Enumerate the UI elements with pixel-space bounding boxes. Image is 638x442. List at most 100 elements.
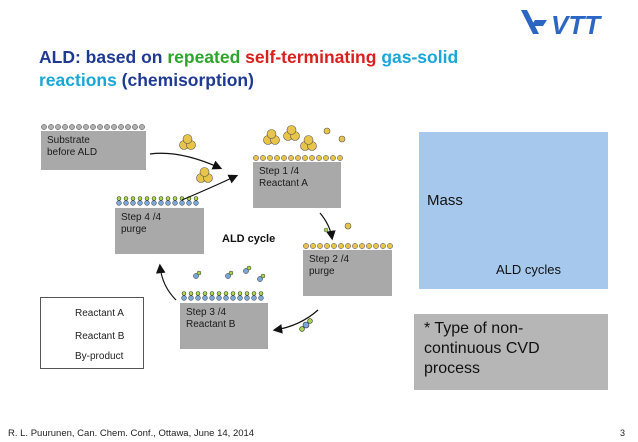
surface-site (83, 124, 89, 130)
reactant-b-floating-step3 (193, 265, 266, 282)
surface-molecule (209, 295, 215, 301)
surface-site (387, 243, 393, 249)
surface-site (281, 155, 287, 161)
surface-molecule (137, 200, 143, 206)
step2-sublabel: purge (309, 266, 335, 277)
surface-site (62, 124, 68, 130)
surface-molecule-top (251, 291, 257, 296)
surface-site (76, 124, 82, 130)
slide-title: ALD: based on repeated self-terminating … (39, 46, 559, 92)
cvd-note-box: * Type of non-continuous CVD process (414, 314, 608, 390)
surface-molecule (186, 200, 192, 206)
surface-site (69, 124, 75, 130)
surface-molecule-top (172, 196, 178, 201)
step3-label: Step 3 /4 (186, 307, 227, 318)
surface-molecule-top (195, 291, 201, 296)
surface-molecule (151, 200, 157, 206)
reactant-a-cluster (196, 167, 213, 183)
surface-molecule-top (116, 196, 122, 201)
surface-site (267, 155, 273, 161)
surface-molecule-top (137, 196, 143, 201)
surface-molecule-top (237, 291, 243, 296)
surface-molecule-top (165, 196, 171, 201)
surface-molecule-top (130, 196, 136, 201)
surface-molecule (165, 200, 171, 206)
surface-molecule (258, 295, 264, 301)
surface-site (310, 243, 316, 249)
surface-site (359, 243, 365, 249)
surface-site (288, 155, 294, 161)
title-self-terminating: self-terminating (245, 47, 377, 67)
substrate-box: Substrate before ALD (41, 131, 146, 170)
step4-box: Step 4 /4 purge (115, 208, 204, 254)
step1-surface-sites (253, 155, 343, 161)
surface-molecule-top (216, 291, 222, 296)
surface-molecule (179, 200, 185, 206)
surface-site (338, 243, 344, 249)
surface-site (260, 155, 266, 161)
surface-site (90, 124, 96, 130)
arrow-step4-to-step1 (181, 174, 239, 201)
surface-site (373, 243, 379, 249)
mass-axis-label: Mass (427, 192, 463, 209)
step4-surface-molecules (116, 196, 199, 206)
surface-molecule (251, 295, 257, 301)
surface-molecule (188, 295, 194, 301)
surface-site (118, 124, 124, 130)
legend-reactant-a: Reactant A (75, 308, 124, 319)
surface-site (352, 243, 358, 249)
surface-site (97, 124, 103, 130)
title-reactions: reactions (39, 70, 117, 90)
substrate-label-line2: before ALD (47, 147, 98, 158)
ald-cycles-axis-label: ALD cycles (496, 262, 562, 277)
surface-site (303, 243, 309, 249)
title-chemisorption: (chemisorption) (116, 70, 254, 90)
surface-site (380, 243, 386, 249)
step3-surface-molecules (181, 291, 264, 301)
surface-molecule-top (144, 196, 150, 201)
logo-text: VTT (551, 10, 602, 40)
surface-molecule-top (209, 291, 215, 296)
surface-molecule-top (223, 291, 229, 296)
surface-molecule-top (158, 196, 164, 201)
reactant-a-clusters-step1 (263, 125, 346, 151)
citation-footer: R. L. Puurunen, Can. Chem. Conf., Ottawa… (8, 428, 255, 439)
ald-cycle-label: ALD cycle (222, 233, 276, 245)
arrow-step2-to-step3 (272, 309, 319, 334)
title-repeated: repeated (167, 47, 241, 67)
surface-molecule-top (202, 291, 208, 296)
title-part: ALD: based on (39, 47, 168, 67)
step3-sublabel: Reactant B (186, 319, 236, 330)
step3-box: Step 3 /4 Reactant B (180, 303, 268, 349)
arrow-step1-to-step2 (319, 212, 336, 241)
surface-site (55, 124, 61, 130)
surface-site (48, 124, 54, 130)
legend-reactant-b: Reactant B (75, 331, 125, 342)
surface-molecule (237, 295, 243, 301)
surface-site (302, 155, 308, 161)
surface-molecule (202, 295, 208, 301)
surface-site (331, 243, 337, 249)
surface-site (139, 124, 145, 130)
surface-molecule (123, 200, 129, 206)
surface-molecule (181, 295, 187, 301)
arrow-step3-to-step4 (155, 263, 177, 301)
surface-site (274, 155, 280, 161)
surface-molecule (158, 200, 164, 206)
page-number: 3 (620, 428, 626, 438)
step2-box: Step 2 /4 purge (303, 250, 392, 296)
step2-surface-sites (303, 243, 393, 249)
surface-site (41, 124, 47, 130)
surface-site (366, 243, 372, 249)
step1-box: Step 1 /4 Reactant A (253, 162, 341, 208)
surface-site (132, 124, 138, 130)
surface-site (337, 155, 343, 161)
surface-site (323, 155, 329, 161)
surface-molecule (193, 200, 199, 206)
step1-label: Step 1 /4 (259, 166, 300, 177)
step2-label: Step 2 /4 (309, 254, 350, 265)
surface-site (253, 155, 259, 161)
surface-molecule (230, 295, 236, 301)
surface-molecule (223, 295, 229, 301)
surface-molecule-top (181, 291, 187, 296)
